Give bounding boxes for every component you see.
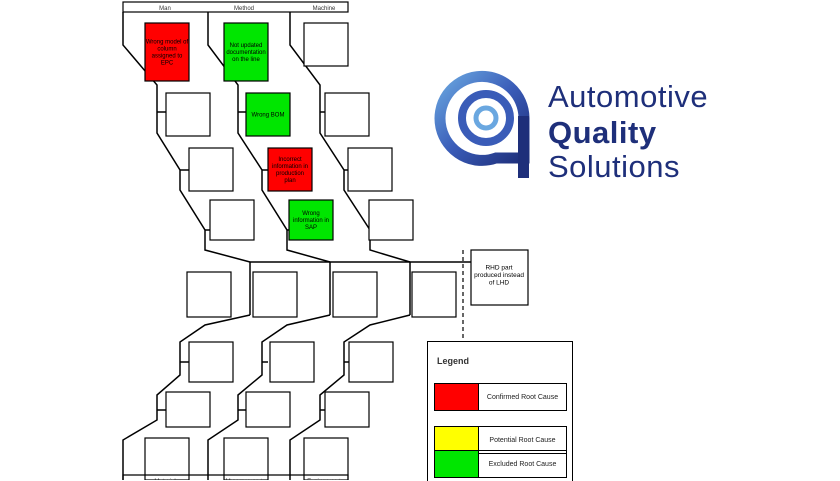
empty-cause-box [144, 437, 190, 480]
empty-cause-box [324, 391, 370, 428]
logo-text-line2: Quality [548, 115, 657, 150]
cause-text: information in [293, 218, 329, 224]
cause-text: documentation [226, 50, 265, 56]
empty-cause-box [252, 271, 298, 318]
empty-cause-box [303, 22, 349, 67]
company-logo: Automotive Quality Solutions [424, 56, 754, 196]
top-header-label: Machine [313, 6, 336, 12]
fishbone-bones [122, 12, 471, 480]
cause-text: plan [284, 178, 295, 184]
legend-label: Confirmed Root Cause [486, 393, 559, 401]
logo-text-line1: Automotive [548, 79, 709, 114]
legend-item-excluded: Excluded Root Cause [434, 450, 567, 478]
cause-text: Not updated [230, 43, 263, 49]
empty-cause-box [368, 199, 414, 241]
top-header-label: Method [234, 6, 254, 12]
cause-text: produced instead [474, 272, 524, 279]
empty-cause-box [347, 147, 393, 192]
empty-cause-box [165, 391, 211, 428]
cause-text: RHD part [485, 265, 512, 272]
empty-cause-box [188, 147, 234, 192]
empty-cause-box [332, 271, 378, 318]
empty-cause-box [348, 341, 394, 383]
empty-cause-box [223, 437, 269, 480]
cause-text: column [157, 47, 176, 53]
legend-swatch-potential [435, 427, 479, 453]
empty-cause-box [245, 391, 291, 428]
cause-text: production [276, 171, 304, 177]
cause-text: SAP [305, 225, 317, 231]
empty-cause-box [303, 437, 349, 480]
empty-cause-box [324, 92, 370, 137]
cause-text: Wrong BOM [252, 113, 285, 119]
cause-text: Wrong [302, 211, 320, 217]
legend-label: Potential Root Cause [489, 436, 556, 444]
legend-label: Excluded Root Cause [488, 460, 557, 468]
empty-cause-box [209, 199, 255, 241]
cause-text: assigned to [152, 54, 183, 60]
empty-cause-box [269, 341, 315, 383]
empty-cause-box [188, 341, 234, 383]
cause-text: EPC [161, 61, 174, 67]
legend-item-confirmed: Confirmed Root Cause [434, 383, 567, 411]
cause-text: Wrong model of [146, 40, 189, 46]
empty-cause-box [186, 271, 232, 318]
cause-text: information in [272, 164, 308, 170]
legend-swatch-confirmed [435, 384, 479, 410]
empty-cause-box [411, 271, 457, 318]
cause-box-excluded: Wrong BOM [245, 92, 291, 137]
legend-swatch-excluded [435, 451, 479, 477]
legend-item-potential: Potential Root Cause [434, 426, 567, 454]
logo-mark-icon [434, 70, 530, 178]
cause-text: of LHD [489, 280, 510, 287]
cause-text: on the line [232, 57, 260, 63]
cause-text: Incorrect [278, 157, 302, 163]
empty-cause-box [165, 92, 211, 137]
top-header-label: Man [159, 6, 171, 12]
legend-panel: Legend Confirmed Root Cause Potential Ro… [427, 341, 573, 481]
logo-text-line3: Solutions [548, 149, 681, 184]
legend-title: Legend [437, 356, 470, 366]
